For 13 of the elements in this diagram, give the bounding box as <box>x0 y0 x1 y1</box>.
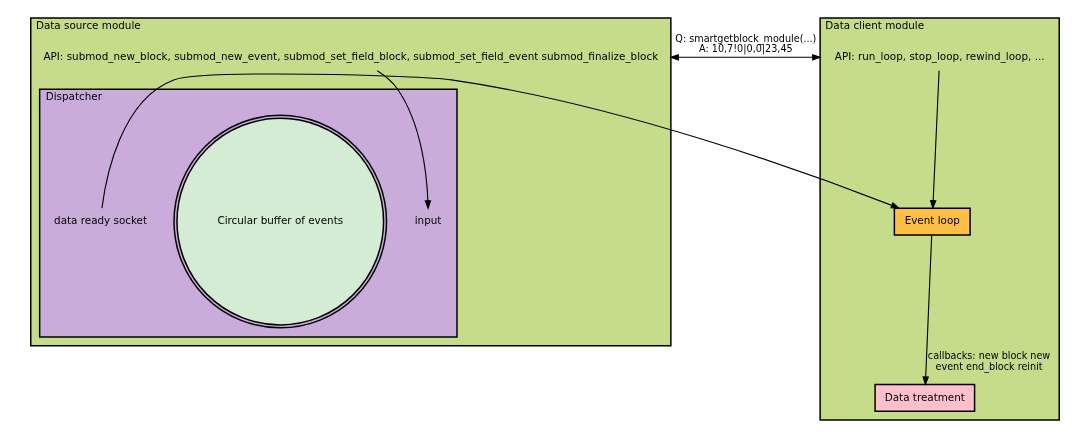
arrow <box>929 69 940 210</box>
edge-label: Q: smartgetblock_module(...) A: 10,7!0|0,0|23,45 <box>674 32 816 54</box>
node-text: API: run_loop, stop_loop, rewind_loop, ... <box>834 49 1045 62</box>
arrow <box>668 53 822 61</box>
edge-label: callbacks: new block new event end_block reinit <box>927 350 1050 372</box>
node-text: input <box>414 213 441 226</box>
node-box: Data treatment <box>873 383 975 412</box>
node-text: API: submod_new_block, submod_new_event, submod_set_field_block, submod_set_field_event submod_finalize_block <box>42 49 658 62</box>
arrow <box>921 234 932 386</box>
node-box: Event loop <box>893 207 971 236</box>
node-text: data ready socket <box>53 213 147 226</box>
arrow <box>376 69 431 210</box>
arrow <box>100 72 900 209</box>
